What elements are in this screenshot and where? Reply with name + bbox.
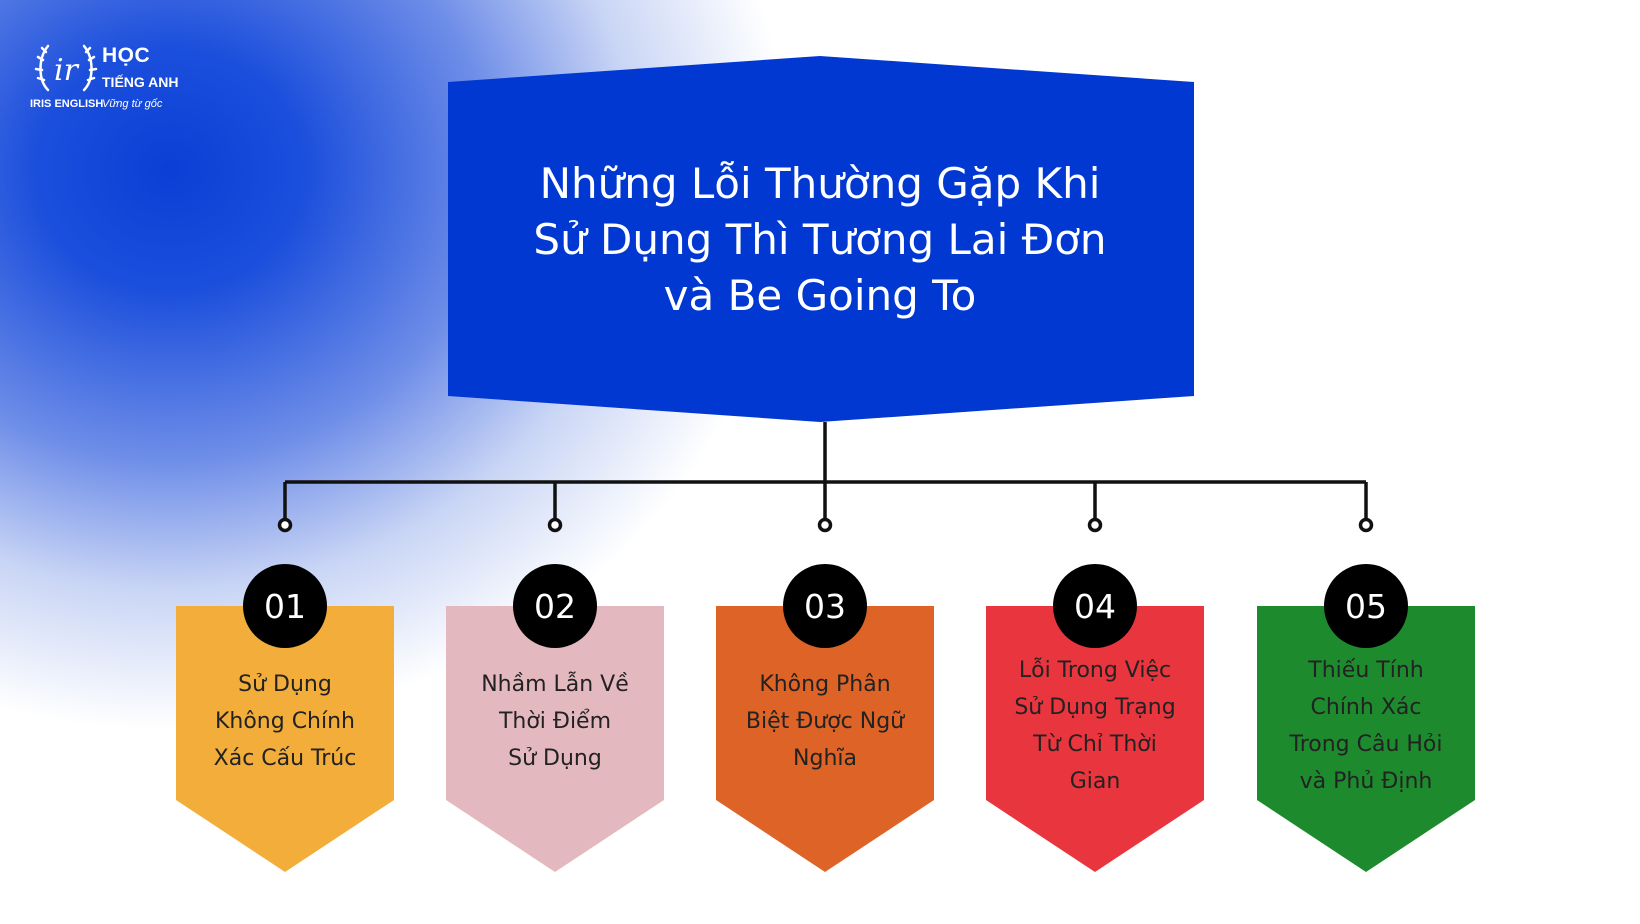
laurel-logo-icon: ir [34, 44, 98, 92]
step-number-badge: 01 [243, 564, 327, 648]
step-card-02: Nhầm Lẫn Về Thời Điểm Sử Dụng [446, 606, 664, 872]
step-card-shape [1257, 606, 1475, 872]
step-label: Lỗi Trong Việc Sử Dụng Trạng Từ Chỉ Thời… [1014, 658, 1176, 794]
logo-brand-line2: TIẾNG ANH [102, 74, 179, 90]
step-label: Thiếu Tính Chính Xác Trong Câu Hỏi và Ph… [1289, 658, 1443, 794]
connector-node-1 [277, 517, 293, 533]
step-number-badge: 04 [1053, 564, 1137, 648]
logo-brand-name: IRIS ENGLISH [30, 98, 104, 110]
diagram-title: Những Lỗi Thường Gặp Khi Sử Dụng Thì Tươ… [533, 159, 1107, 320]
connector-node-2 [547, 517, 563, 533]
connector-node-3 [817, 517, 833, 533]
connector-node-5 [1358, 517, 1374, 533]
logo-emblem-text: ir [54, 53, 80, 88]
step-card-04: Lỗi Trong Việc Sử Dụng Trạng Từ Chỉ Thời… [986, 606, 1204, 872]
step-card-shape [986, 606, 1204, 872]
step-card-01: Sử Dụng Không Chính Xác Cấu Trúc [176, 606, 394, 872]
step-card-shape [176, 606, 394, 872]
step-card-shape [716, 606, 934, 872]
step-card-shape [446, 606, 664, 872]
step-card-03: Không Phân Biệt Được Ngữ Nghĩa [716, 606, 934, 872]
logo-slogan: Vững từ gốc [102, 98, 163, 110]
connector-node-4 [1087, 517, 1103, 533]
step-label: Không Phân Biệt Được Ngữ Nghĩa [745, 672, 905, 771]
logo-brand-line1: HỌC [102, 44, 151, 67]
step-number-badge: 02 [513, 564, 597, 648]
title-box [448, 56, 1194, 422]
step-label: Sử Dụng Không Chính Xác Cấu Trúc [213, 672, 357, 771]
step-card-05: Thiếu Tính Chính Xác Trong Câu Hỏi và Ph… [1257, 606, 1475, 872]
step-number-badge: 03 [783, 564, 867, 648]
step-label: Nhầm Lẫn Về Thời Điểm Sử Dụng [481, 672, 629, 771]
logo: ir HỌC TIẾNG ANH IRIS ENGLISH Vững từ gố… [30, 40, 230, 120]
step-number-badge: 05 [1324, 564, 1408, 648]
